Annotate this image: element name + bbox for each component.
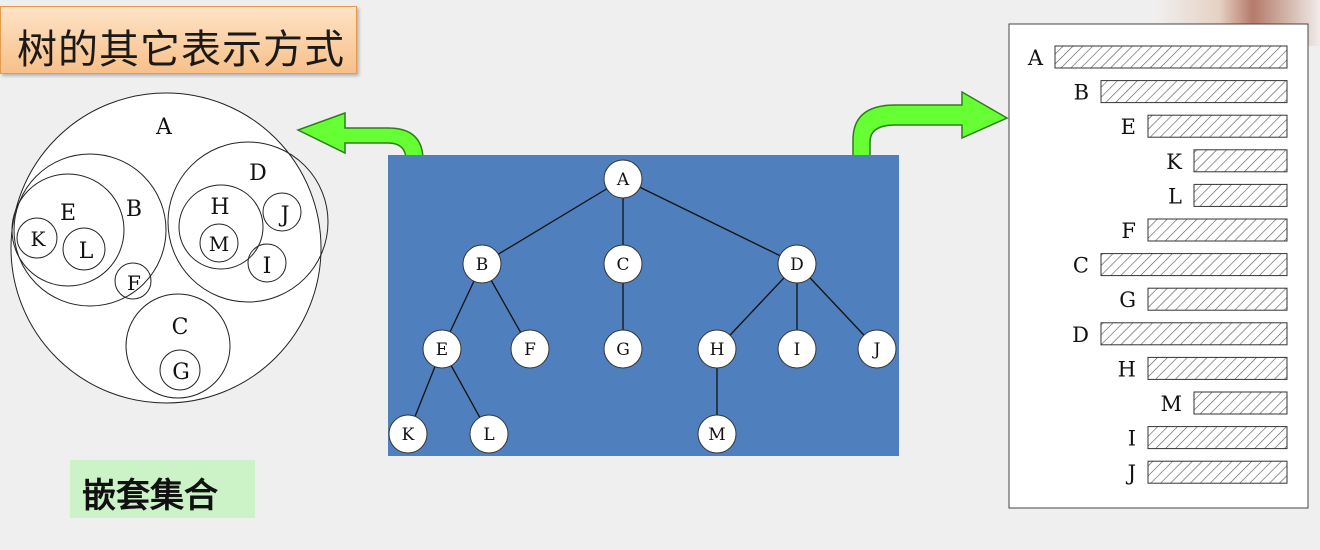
nested-sets-diagram: A B EK L F DHM J I CG xyxy=(10,92,329,404)
set-label-E: E xyxy=(60,201,76,226)
tree-node-label-G: G xyxy=(616,340,630,360)
tree-node-label-D: D xyxy=(790,255,804,275)
tree-node-label-E: E xyxy=(436,340,448,360)
set-label-I: I xyxy=(263,254,272,279)
tree-node-K xyxy=(388,414,428,454)
indent-bar-H xyxy=(1147,356,1288,380)
right-arrow-icon xyxy=(852,90,1009,173)
set-label-D: D xyxy=(249,161,267,186)
tree-edge-A-B xyxy=(481,178,624,265)
set-circle-M xyxy=(199,223,239,263)
indent-label-F: F xyxy=(1121,219,1136,243)
title-box: 树的其它表示方式 xyxy=(0,6,357,74)
set-label-K: K xyxy=(31,227,47,251)
set-circle-C xyxy=(125,293,231,399)
tree-node-B xyxy=(462,244,502,284)
set-circle-D xyxy=(167,141,329,303)
tree-node-C xyxy=(603,244,643,284)
tree-node-label-K: K xyxy=(402,425,415,445)
set-circle-I xyxy=(247,243,287,283)
indent-label-J: J xyxy=(1126,461,1136,485)
indent-bar-A xyxy=(1054,45,1288,69)
set-label-B: B xyxy=(126,197,142,222)
indent-label-B: B xyxy=(1074,81,1089,105)
indent-bar-E xyxy=(1147,114,1288,138)
indent-label-G: G xyxy=(1119,288,1136,312)
set-label-A: A xyxy=(155,115,173,140)
indent-label-C: C xyxy=(1073,254,1089,278)
indent-bar-I xyxy=(1147,426,1288,450)
tree-node-label-I: I xyxy=(794,340,801,360)
indent-label-L: L xyxy=(1168,184,1182,208)
tree-node-label-L: L xyxy=(483,425,494,445)
set-circle-L xyxy=(62,227,106,271)
indent-label-I: I xyxy=(1128,427,1136,451)
nested-set-caption: 嵌套集合 xyxy=(82,476,218,516)
tree-node-label-M: M xyxy=(708,425,725,445)
tree-node-label-J: J xyxy=(872,340,881,360)
tree-node-H xyxy=(697,329,737,369)
set-circle-J xyxy=(262,192,302,232)
set-circle-K xyxy=(16,217,58,259)
set-label-C: C xyxy=(172,315,189,340)
tree-edge-A-D xyxy=(622,178,798,265)
tree-node-M xyxy=(697,414,737,454)
tree-node-L xyxy=(469,414,509,454)
indent-label-M: M xyxy=(1160,392,1182,416)
set-circle-F xyxy=(114,262,152,300)
set-label-M: M xyxy=(209,232,229,256)
tree-node-G xyxy=(603,329,643,369)
set-label-J: J xyxy=(279,203,290,228)
tree-node-A xyxy=(603,159,643,199)
set-label-H: H xyxy=(210,195,229,220)
tree-node-label-H: H xyxy=(710,340,725,360)
indent-bar-L xyxy=(1193,183,1288,207)
tree-node-J xyxy=(857,329,897,369)
caption-box: 嵌套集合 xyxy=(70,460,255,518)
set-circle-G xyxy=(159,349,201,391)
tree-node-E xyxy=(422,329,462,369)
tree-node-I xyxy=(777,329,817,369)
tree-node-label-A: A xyxy=(616,170,630,190)
tree-diagram: A B C D E F G H I J K L M xyxy=(388,159,897,454)
set-circle-E xyxy=(11,173,125,287)
indent-label-H: H xyxy=(1118,357,1136,381)
indent-bar-J xyxy=(1147,460,1288,484)
tree-background xyxy=(388,155,899,456)
tree-node-label-B: B xyxy=(476,255,489,275)
set-label-F: F xyxy=(127,271,141,295)
indent-bar-K xyxy=(1193,149,1288,173)
indent-label-E: E xyxy=(1121,115,1136,139)
indent-bar-B xyxy=(1100,80,1288,104)
set-circle-H xyxy=(178,184,264,270)
indent-bar-F xyxy=(1147,218,1288,242)
slide-title: 树的其它表示方式 xyxy=(17,27,345,73)
left-arrow-icon xyxy=(296,111,424,186)
set-label-G: G xyxy=(172,360,190,385)
indent-bar-G xyxy=(1147,287,1288,311)
indent-bar-C xyxy=(1100,253,1288,277)
indent-label-K: K xyxy=(1166,150,1182,174)
indent-bar-D xyxy=(1100,322,1288,346)
tree-node-D xyxy=(777,244,817,284)
set-label-L: L xyxy=(79,239,94,264)
tree-node-F xyxy=(510,329,550,369)
indent-bar-M xyxy=(1193,391,1288,415)
set-circle-A xyxy=(10,92,322,404)
tree-node-label-C: C xyxy=(616,255,629,275)
set-circle-B xyxy=(13,153,167,307)
tree-node-label-F: F xyxy=(524,340,536,360)
indent-label-D: D xyxy=(1072,323,1089,347)
indent-label-A: A xyxy=(1027,46,1044,70)
